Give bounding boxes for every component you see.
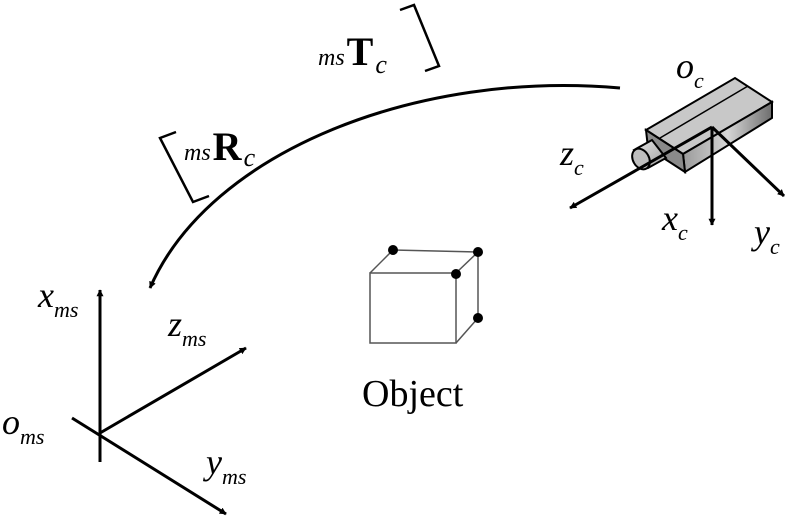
ms-z-axis-label: zms <box>167 304 206 351</box>
measurement-frame-axes <box>71 289 247 516</box>
ms-origin-label: oms <box>2 402 44 449</box>
ms-y-axis-arrow <box>71 416 227 516</box>
left-bracket <box>158 130 210 204</box>
camera-y-axis-arrow <box>710 125 786 198</box>
translation-vector-label: msTc <box>318 29 387 79</box>
object-label: Object <box>362 373 464 415</box>
object-cube-points <box>388 245 483 323</box>
ms-z-axis-arrow <box>99 346 247 435</box>
camera-z-axis-arrow <box>569 125 713 210</box>
camera-x-axis-label: xc <box>661 198 688 245</box>
ms-y-axis-label: yms <box>203 442 246 489</box>
camera-y-axis-label: yc <box>751 212 780 259</box>
camera-origin-label: oc <box>676 46 704 93</box>
rotation-matrix-label: msRc <box>184 124 256 172</box>
camera-z-axis-label: zc <box>559 133 584 180</box>
transform-curve-arrow <box>148 84 621 289</box>
object-cube <box>369 249 479 344</box>
camera-body <box>644 76 774 174</box>
camera-frame-axes <box>569 125 786 226</box>
right-bracket <box>399 3 441 73</box>
ms-x-axis-label: xms <box>37 275 78 322</box>
